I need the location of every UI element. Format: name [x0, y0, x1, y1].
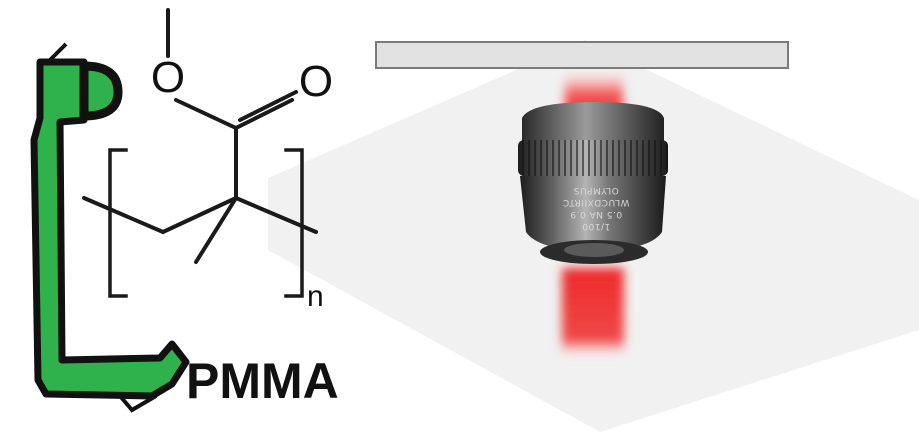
engraving-line-4: 1/100 — [582, 221, 610, 231]
substrate-slide — [375, 41, 789, 69]
polymer-label: PMMA — [186, 353, 339, 409]
carbonyl-oxygen-label: O — [299, 57, 333, 106]
engraving-line-3: 0.5 NA 0.9 — [570, 209, 622, 219]
repeat-unit-subscript: n — [307, 280, 324, 313]
engraving-line-2: WLUCDXIIRTC — [562, 197, 629, 207]
laser-beam-lower — [562, 268, 624, 358]
microscope-objective-icon: 1/100 0.5 NA 0.9 WLUCDXIIRTC OLYMPUS — [518, 102, 668, 264]
engraving-line-1: OLYMPUS — [573, 185, 618, 195]
ester-oxygen-label: O — [151, 53, 185, 102]
pmma-structure — [82, 8, 318, 298]
green-hook-icon — [30, 42, 190, 413]
